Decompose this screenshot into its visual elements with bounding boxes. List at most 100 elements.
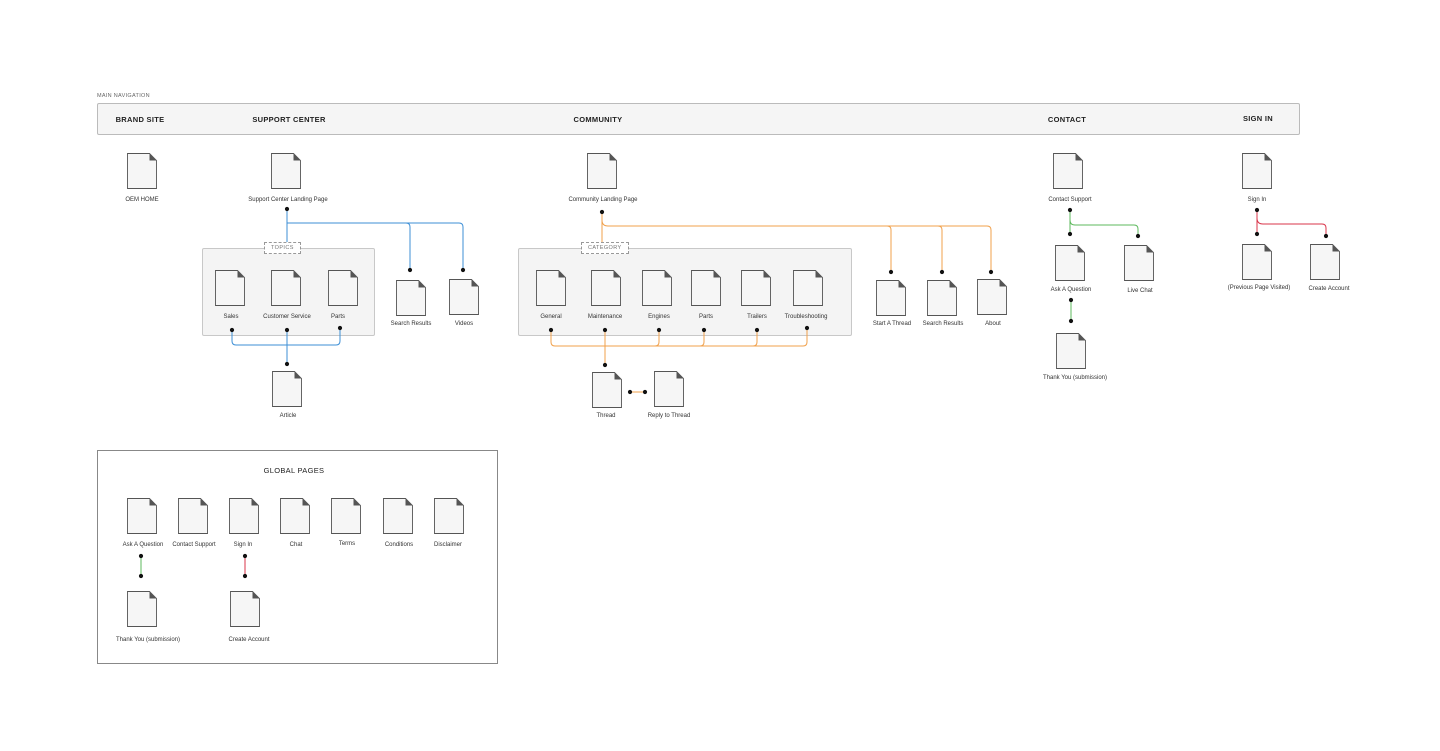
label-start-thread: Start A Thread <box>872 321 912 327</box>
global-terms-icon <box>331 498 361 534</box>
engines-page-icon <box>642 270 672 306</box>
connector-dot <box>804 325 810 331</box>
connector-category-bottom <box>550 328 808 347</box>
label-reply-to-thread: Reply to Thread <box>647 413 691 419</box>
connector-dot <box>1254 207 1260 213</box>
global-contact-support-icon <box>178 498 208 534</box>
connector-dot <box>602 327 608 333</box>
connector-dot <box>1254 231 1260 237</box>
connector-dot <box>284 361 290 367</box>
connector-dot <box>284 327 290 333</box>
start-thread-page-icon <box>876 280 906 316</box>
label-ask-question: Ask A Question <box>1050 287 1092 293</box>
label-oem-home: OEM HOME <box>125 197 159 203</box>
general-page-icon <box>536 270 566 306</box>
nav-support-center[interactable]: SUPPORT CENTER <box>252 115 326 124</box>
label-create-account: Create Account <box>1308 286 1350 292</box>
connector-dot <box>1067 231 1073 237</box>
connector-dot <box>939 269 945 275</box>
main-navigation-caption: MAIN NAVIGATION <box>97 93 150 99</box>
connector-dot <box>602 362 608 368</box>
live-chat-page-icon <box>1124 245 1154 281</box>
connector-dot <box>888 269 894 275</box>
label-article: Article <box>279 413 297 419</box>
label-general: General <box>540 314 562 320</box>
label-parts: Parts <box>330 314 346 320</box>
search-results-community-page-icon <box>927 280 957 316</box>
search-results-support-page-icon <box>396 280 426 316</box>
category-tag: CATEGORY <box>581 242 629 254</box>
label-about: About <box>985 321 1001 327</box>
global-label-create-account: Create Account <box>228 637 270 643</box>
label-thread: Thread <box>596 413 616 419</box>
label-contact-support: Contact Support <box>1048 197 1092 203</box>
global-pages-title: GLOBAL PAGES <box>263 466 325 475</box>
nav-sign-in[interactable]: SIGN IN <box>1242 114 1274 123</box>
global-label-conditions: Conditions <box>384 542 414 548</box>
connector-dot <box>460 267 466 273</box>
connector-dot <box>138 573 144 579</box>
nav-brand-site[interactable]: BRAND SITE <box>115 115 165 124</box>
global-label-chat: Chat <box>289 542 303 548</box>
connector-dot <box>1135 233 1141 239</box>
sign-in-page-icon <box>1242 153 1272 189</box>
connector-dot <box>242 573 248 579</box>
connector-community-start-thread <box>886 225 892 272</box>
connector-dot <box>642 389 648 395</box>
connector-dot <box>284 206 290 212</box>
connector-dot <box>988 269 994 275</box>
connector-dot <box>701 327 707 333</box>
global-label-thank-you: Thank You (submission) <box>115 637 181 643</box>
nav-contact[interactable]: CONTACT <box>1047 115 1087 124</box>
global-label-ask-question: Ask A Question <box>122 542 164 548</box>
global-sign-in-icon <box>229 498 259 534</box>
connector-dot <box>599 209 605 215</box>
community-landing-page-icon <box>587 153 617 189</box>
connector-support-search <box>287 222 411 270</box>
label-sign-in: Sign In <box>1247 197 1267 203</box>
label-support-landing: Support Center Landing Page <box>248 197 328 203</box>
nav-community[interactable]: COMMUNITY <box>573 115 623 124</box>
global-disclaimer-icon <box>434 498 464 534</box>
connector-dot <box>138 553 144 559</box>
connector-dot <box>1068 318 1074 324</box>
ask-question-page-icon <box>1055 245 1085 281</box>
connector-dot <box>1323 233 1329 239</box>
parts-page-icon <box>328 270 358 306</box>
article-page-icon <box>272 371 302 407</box>
connector-dot <box>407 267 413 273</box>
create-account-page-icon <box>1310 244 1340 280</box>
trailers-page-icon <box>741 270 771 306</box>
global-label-sign-in: Sign In <box>233 542 253 548</box>
connector-contact-chat <box>1069 219 1139 236</box>
connector-trailers-bottom <box>752 330 758 347</box>
connector-topics-bottom <box>231 328 341 346</box>
global-chat-icon <box>280 498 310 534</box>
label-live-chat: Live Chat <box>1127 288 1153 294</box>
connector-dot <box>337 325 343 331</box>
contact-support-page-icon <box>1053 153 1083 189</box>
oem-home-page-icon <box>127 153 157 189</box>
label-thank-you: Thank You (submission) <box>1042 375 1108 381</box>
label-community-landing: Community Landing Page <box>568 197 638 203</box>
customer-service-page-icon <box>271 270 301 306</box>
label-maintenance: Maintenance <box>587 314 623 320</box>
connector-community-search <box>937 225 943 272</box>
label-search-results-community: Search Results <box>922 321 964 327</box>
label-videos: Videos <box>454 321 474 327</box>
main-navigation-bar <box>97 103 1300 135</box>
connector-dot <box>627 389 633 395</box>
label-search-results-support: Search Results <box>390 321 432 327</box>
maintenance-page-icon <box>591 270 621 306</box>
connector-signin-create <box>1256 217 1327 236</box>
support-landing-page-icon <box>271 153 301 189</box>
connector-dot <box>229 327 235 333</box>
connector-engines-bottom <box>654 330 660 347</box>
connector-dot <box>1067 207 1073 213</box>
label-troubleshooting: Troubleshooting <box>784 314 828 320</box>
thank-you-page-icon <box>1056 333 1086 369</box>
connector-community-about <box>601 219 992 272</box>
label-trailers: Trailers <box>747 314 767 320</box>
connector-dot <box>1068 297 1074 303</box>
global-create-account-icon <box>230 591 260 627</box>
